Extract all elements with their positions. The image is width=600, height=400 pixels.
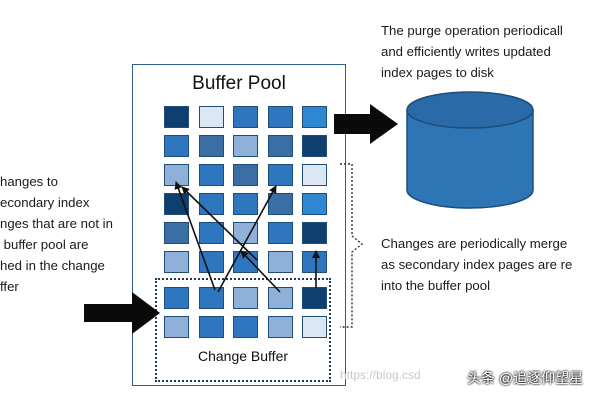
purge-line-1: The purge operation periodicall: [381, 23, 563, 38]
merge-line-2: as secondary index pages are re: [381, 257, 573, 272]
index-page: [233, 106, 258, 128]
index-page: [302, 106, 327, 128]
index-page: [267, 251, 293, 273]
index-page: [267, 222, 293, 244]
merge-line-3: into the buffer pool: [381, 278, 491, 293]
index-page: [267, 193, 293, 215]
change-buffer-box: [155, 278, 331, 382]
purge-line-3: index pages to disk: [381, 65, 494, 80]
index-page: [302, 222, 327, 244]
index-page: [198, 164, 224, 186]
index-page: [198, 106, 224, 128]
index-page: [267, 135, 293, 157]
index-page: [267, 164, 293, 186]
change-buffer-page: [164, 287, 189, 309]
watermark-url: https://blog.csd: [340, 368, 421, 382]
left-line-6: ffer: [0, 279, 19, 294]
left-line-2: econdary index: [0, 195, 90, 210]
index-page: [164, 106, 189, 128]
merge-arrow: [181, 186, 258, 261]
left-line-1: hanges to: [0, 174, 58, 189]
merge-arrow: [174, 181, 216, 291]
change-buffer-page: [302, 316, 327, 338]
index-page: [198, 135, 224, 157]
merge-line-1: Changes are periodically merge: [381, 236, 568, 251]
credit-watermark: 头条 @追逐仰望星: [467, 370, 584, 386]
left-line-3: nges that are not in: [0, 216, 113, 231]
index-page: [302, 164, 327, 186]
change-buffer-page: [164, 316, 189, 338]
index-page: [302, 135, 327, 157]
disk-icon: [406, 91, 534, 209]
change-buffer-page: [267, 316, 293, 338]
merge-arrows: [174, 181, 320, 293]
index-page: [302, 193, 327, 215]
index-page: [233, 222, 258, 244]
merge-arrow: [217, 185, 277, 293]
write-to-disk-arrow: [334, 104, 398, 144]
left-line-4: buffer pool are: [0, 237, 89, 252]
index-page: [198, 222, 224, 244]
index-page: [164, 222, 189, 244]
change-buffer-input-arrow: [84, 292, 160, 334]
change-buffer-page: [233, 316, 258, 338]
change-buffer-page: [233, 287, 258, 309]
index-page: [233, 135, 258, 157]
purge-line-2: and efficiently writes updated: [381, 44, 551, 59]
change-buffer-title: Change Buffer: [197, 348, 289, 364]
index-page: [164, 251, 189, 273]
change-buffer-page: [198, 287, 224, 309]
left-line-5: hed in the change: [0, 258, 105, 273]
index-page: [233, 193, 258, 215]
index-page: [233, 164, 258, 186]
buffer-pool-title: Buffer Pool: [192, 73, 286, 94]
merge-arrow: [240, 250, 281, 293]
merge-brace: [340, 163, 364, 328]
change-buffer-page: [267, 287, 293, 309]
index-page: [267, 106, 293, 128]
change-buffer-page: [198, 316, 224, 338]
index-page: [164, 135, 189, 157]
change-buffer-page: [302, 287, 327, 309]
index-page: [198, 251, 224, 273]
